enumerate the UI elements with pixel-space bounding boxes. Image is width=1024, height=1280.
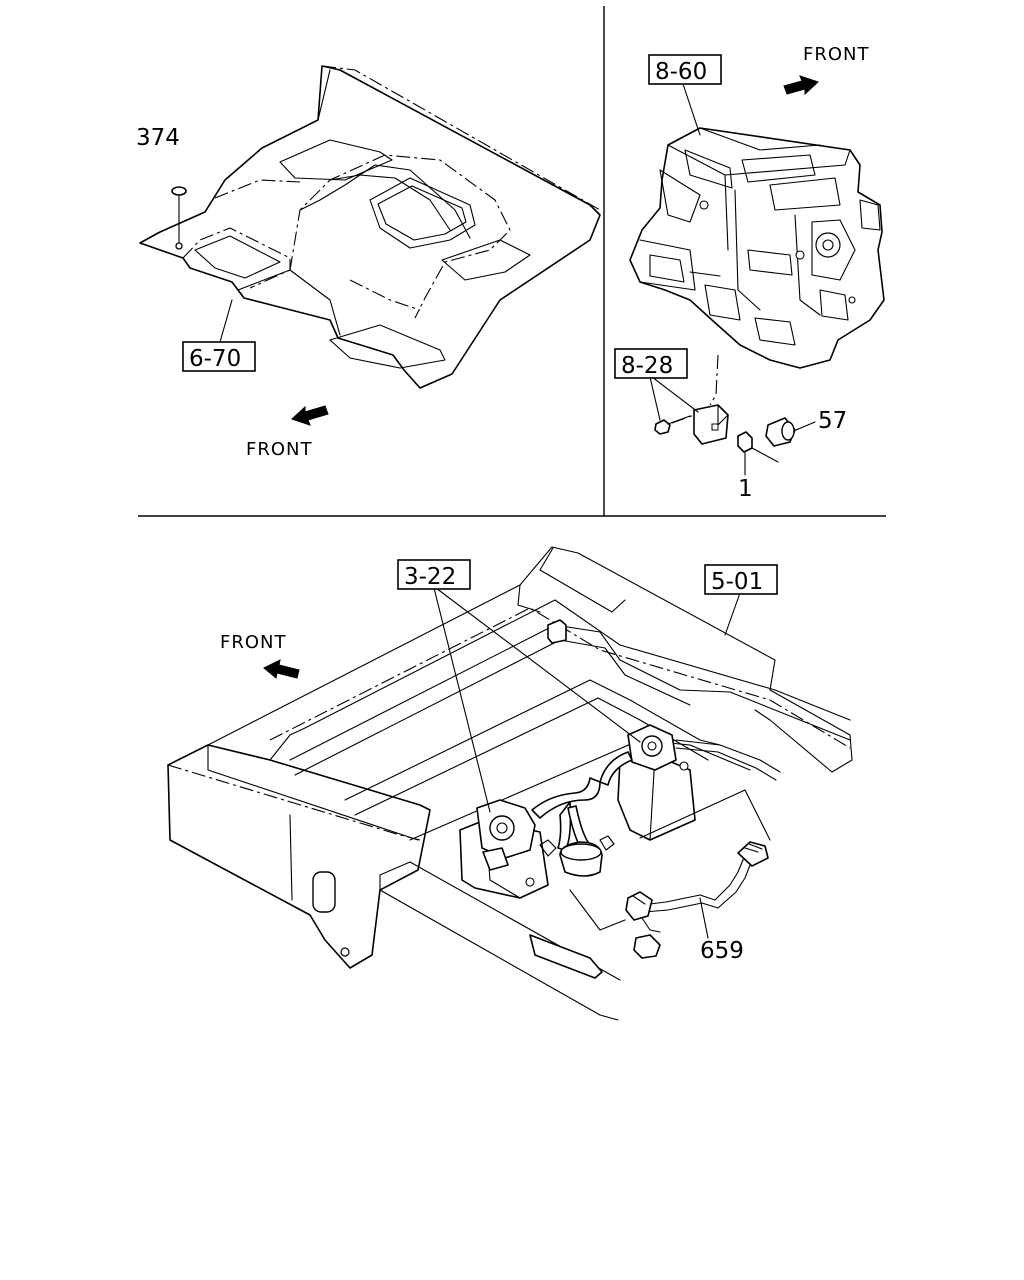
part-57-collar <box>765 417 796 447</box>
ref-box-5-01[interactable] <box>704 564 778 595</box>
ref-label-5-01: 5-01 <box>711 569 763 595</box>
wiring-harness-659 <box>625 841 769 959</box>
heater-unit-drawing <box>629 127 885 369</box>
part-label-57: 57 <box>818 408 847 434</box>
grommet-374-shape <box>171 186 187 196</box>
front-label-floor: FRONT <box>246 439 313 460</box>
ref-box-6-70[interactable] <box>182 341 256 372</box>
ref-label-8-28: 8-28 <box>621 353 673 379</box>
resistor-module <box>693 404 729 445</box>
part-label-659: 659 <box>700 938 744 964</box>
ref-box-3-22[interactable] <box>397 559 471 590</box>
ref-box-8-28[interactable] <box>614 348 688 379</box>
front-arrow-icon <box>263 659 300 679</box>
front-label-chassis: FRONT <box>220 632 287 653</box>
ref-label-6-70: 6-70 <box>189 346 241 372</box>
front-label-heater: FRONT <box>803 44 870 65</box>
chassis-frame-drawing <box>167 546 853 1021</box>
front-arrow-icon <box>783 75 819 96</box>
screw <box>654 414 695 435</box>
part-label-374: 374 <box>136 125 180 151</box>
part-1-clip <box>737 431 779 463</box>
front-arrow-icon <box>291 405 329 426</box>
ref-label-3-22: 3-22 <box>404 564 456 590</box>
ref-label-8-60: 8-60 <box>655 59 707 85</box>
ref-box-8-60[interactable] <box>648 54 722 85</box>
part-label-1: 1 <box>738 476 753 502</box>
floor-panel-drawing <box>139 65 601 389</box>
